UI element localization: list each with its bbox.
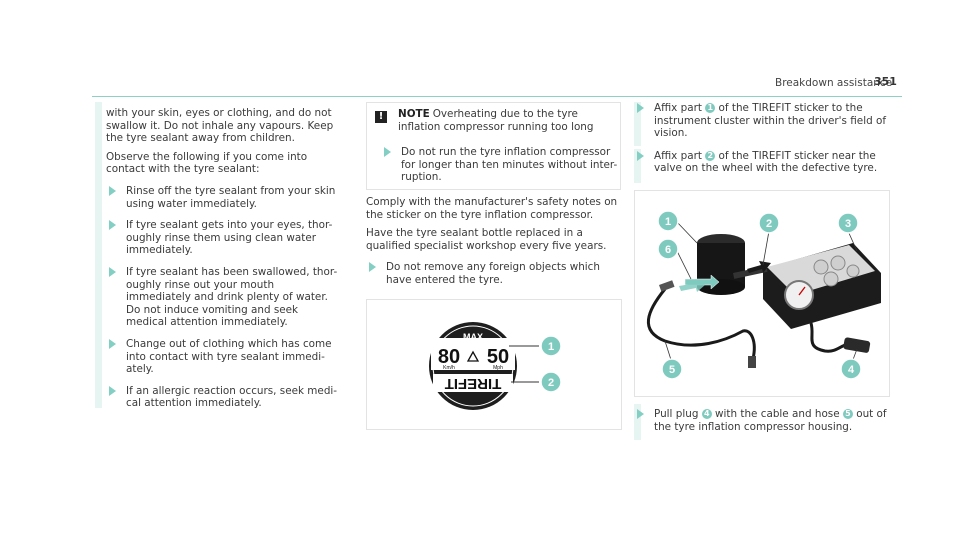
- list-item: If tyre sealant gets into your eyes, tho…: [106, 219, 338, 257]
- svg-text:Mph: Mph: [493, 365, 503, 371]
- tirefit-sticker-figure: MAX 80 50 Km/h Mph TIREFIT 1 2: [366, 299, 622, 430]
- svg-text:50: 50: [487, 346, 509, 368]
- arrow-icon: [109, 385, 116, 396]
- arrow-icon: [369, 262, 376, 273]
- warning-continued-block: with your skin, eyes or clothing, and do…: [95, 102, 348, 409]
- svg-text:3: 3: [845, 218, 851, 230]
- tirefit-kit-figure: 1 2 3 4 5 6: [634, 190, 890, 397]
- replace-text: Have the tyre sealant bottle replaced in…: [366, 227, 607, 252]
- list-item: Pull plug 4 with the cable and hose 5 ou…: [634, 408, 890, 433]
- warning-icon: !: [375, 111, 387, 123]
- list-item: Affix part 2 of the TIREFIT sticker near…: [634, 150, 890, 175]
- list-item: If an allergic reaction occurs, seek med…: [106, 385, 338, 410]
- page-number: 351: [874, 75, 897, 88]
- warning-stripe: [95, 102, 102, 408]
- comply-text: Comply with the manufacturer's safety no…: [366, 196, 618, 221]
- list-item: Change out of clothing which has come in…: [106, 338, 338, 376]
- page-header: Breakdown assistance 351: [0, 0, 960, 100]
- column-2-text: Comply with the manufacturer's safety no…: [366, 196, 622, 287]
- note-bullet: Do not run the tyre inflation compressor…: [381, 146, 626, 184]
- callout-badge: 4: [701, 409, 712, 419]
- callout-badge: 2: [705, 150, 716, 161]
- list-item: If tyre sealant has been swallowed, thor…: [106, 266, 338, 329]
- list-item: Rinse off the tyre sealant from your ski…: [106, 185, 338, 210]
- svg-text:5: 5: [669, 364, 675, 376]
- column-3-pull-plug: Pull plug 4 with the cable and hose 5 ou…: [634, 404, 890, 440]
- callout-badge: 1: [705, 103, 716, 113]
- step-stripe: [634, 404, 641, 440]
- arrow-icon: [637, 150, 644, 161]
- svg-text:4: 4: [848, 364, 855, 376]
- tirefit-kit-illustration: 1 2 3 4 5 6: [646, 210, 881, 380]
- svg-text:2: 2: [766, 218, 772, 230]
- section-title: Breakdown assistance: [775, 77, 893, 89]
- arrow-icon: [637, 103, 644, 113]
- arrow-icon: [109, 220, 116, 231]
- arrow-icon: [109, 266, 116, 277]
- svg-text:2: 2: [548, 377, 554, 389]
- svg-text:TIREFIT: TIREFIT: [445, 375, 502, 392]
- arrow-icon: [637, 409, 644, 419]
- header-rule: [92, 96, 902, 97]
- callout-badge: 5: [842, 409, 853, 419]
- column-3-instructions: Affix part 1 of the TIREFIT sticker to t…: [634, 102, 890, 183]
- svg-text:Km/h: Km/h: [443, 365, 455, 371]
- svg-text:80: 80: [438, 346, 460, 368]
- arrow-icon: [109, 338, 116, 349]
- arrow-icon: [384, 147, 391, 157]
- step-stripe: [634, 149, 641, 183]
- svg-text:1: 1: [548, 341, 554, 353]
- svg-text:1: 1: [665, 216, 671, 228]
- note-label: NOTE: [398, 108, 430, 120]
- list-item: Affix part 1 of the TIREFIT sticker to t…: [634, 102, 890, 140]
- list-item: Do not remove any foreign objects which …: [366, 261, 622, 286]
- step-stripe: [634, 102, 641, 146]
- svg-text:6: 6: [665, 244, 671, 256]
- observe-text: Observe the following if you come into c…: [106, 150, 308, 176]
- tirefit-sticker-illustration: MAX 80 50 Km/h Mph TIREFIT 1 2: [429, 322, 562, 410]
- svg-text:MAX: MAX: [463, 332, 483, 342]
- warning-intro: with your skin, eyes or clothing, and do…: [106, 107, 334, 145]
- arrow-icon: [109, 185, 116, 196]
